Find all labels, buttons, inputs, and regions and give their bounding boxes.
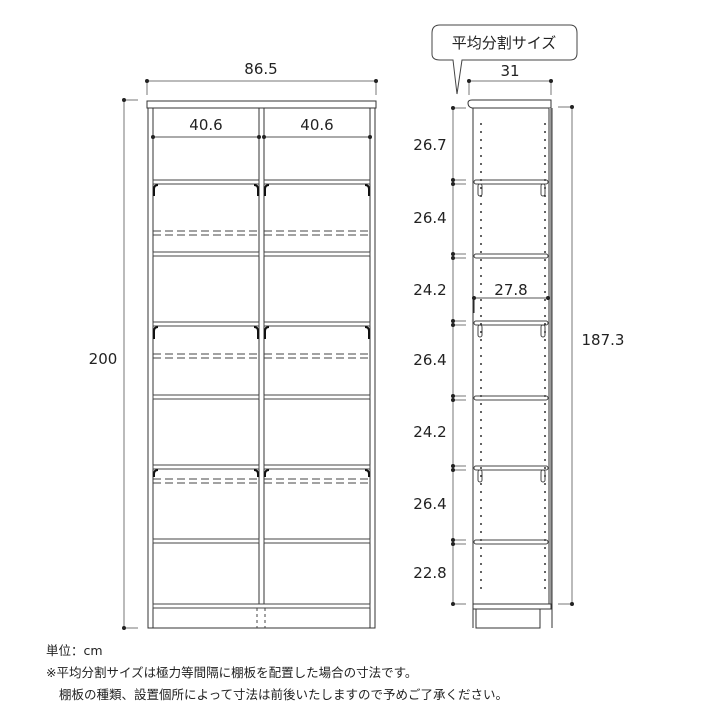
side-shelves <box>473 179 549 545</box>
side-view-callout <box>431 24 578 95</box>
front-height-label: 200 <box>89 350 118 368</box>
front-shelves <box>152 179 371 609</box>
right-inner-width-label: 40.6 <box>300 116 333 134</box>
spacing-label-6: 26.4 <box>413 495 446 513</box>
front-width-label: 86.5 <box>244 60 277 78</box>
disclaimer-line-1: ※平均分割サイズは極力等間隔に棚板を配置した場合の寸法です。 <box>46 665 418 680</box>
inner-height-label: 187.3 <box>582 331 625 349</box>
shelf-pins <box>477 183 546 483</box>
adjustable-shelf-positions <box>153 230 370 484</box>
spacing-label-3: 24.2 <box>413 281 446 299</box>
spacing-label-7: 22.8 <box>413 564 446 582</box>
front-view <box>122 79 378 630</box>
side-view <box>451 79 574 629</box>
spacing-label-5: 24.2 <box>413 423 446 441</box>
spacing-label-2: 26.4 <box>413 209 446 227</box>
callout-label: 平均分割サイズ <box>452 34 557 52</box>
left-inner-width-label: 40.6 <box>189 116 222 134</box>
side-depth-label: 31 <box>500 62 519 80</box>
inner-depth-label: 27.8 <box>494 281 527 299</box>
spacing-label-4: 26.4 <box>413 351 446 369</box>
disclaimer-line-2: 棚板の種類、設置個所によって寸法は前後いたしますので予めご了承ください。 <box>59 687 509 702</box>
notes: 単位：cm ※平均分割サイズは極力等間隔に棚板を配置した場合の寸法です。 棚板の… <box>46 640 508 706</box>
pin-hole-dots <box>480 123 546 589</box>
spacing-label-1: 26.7 <box>413 136 446 154</box>
unit-note: 単位：cm <box>46 643 103 658</box>
shelf-brackets <box>153 184 370 477</box>
